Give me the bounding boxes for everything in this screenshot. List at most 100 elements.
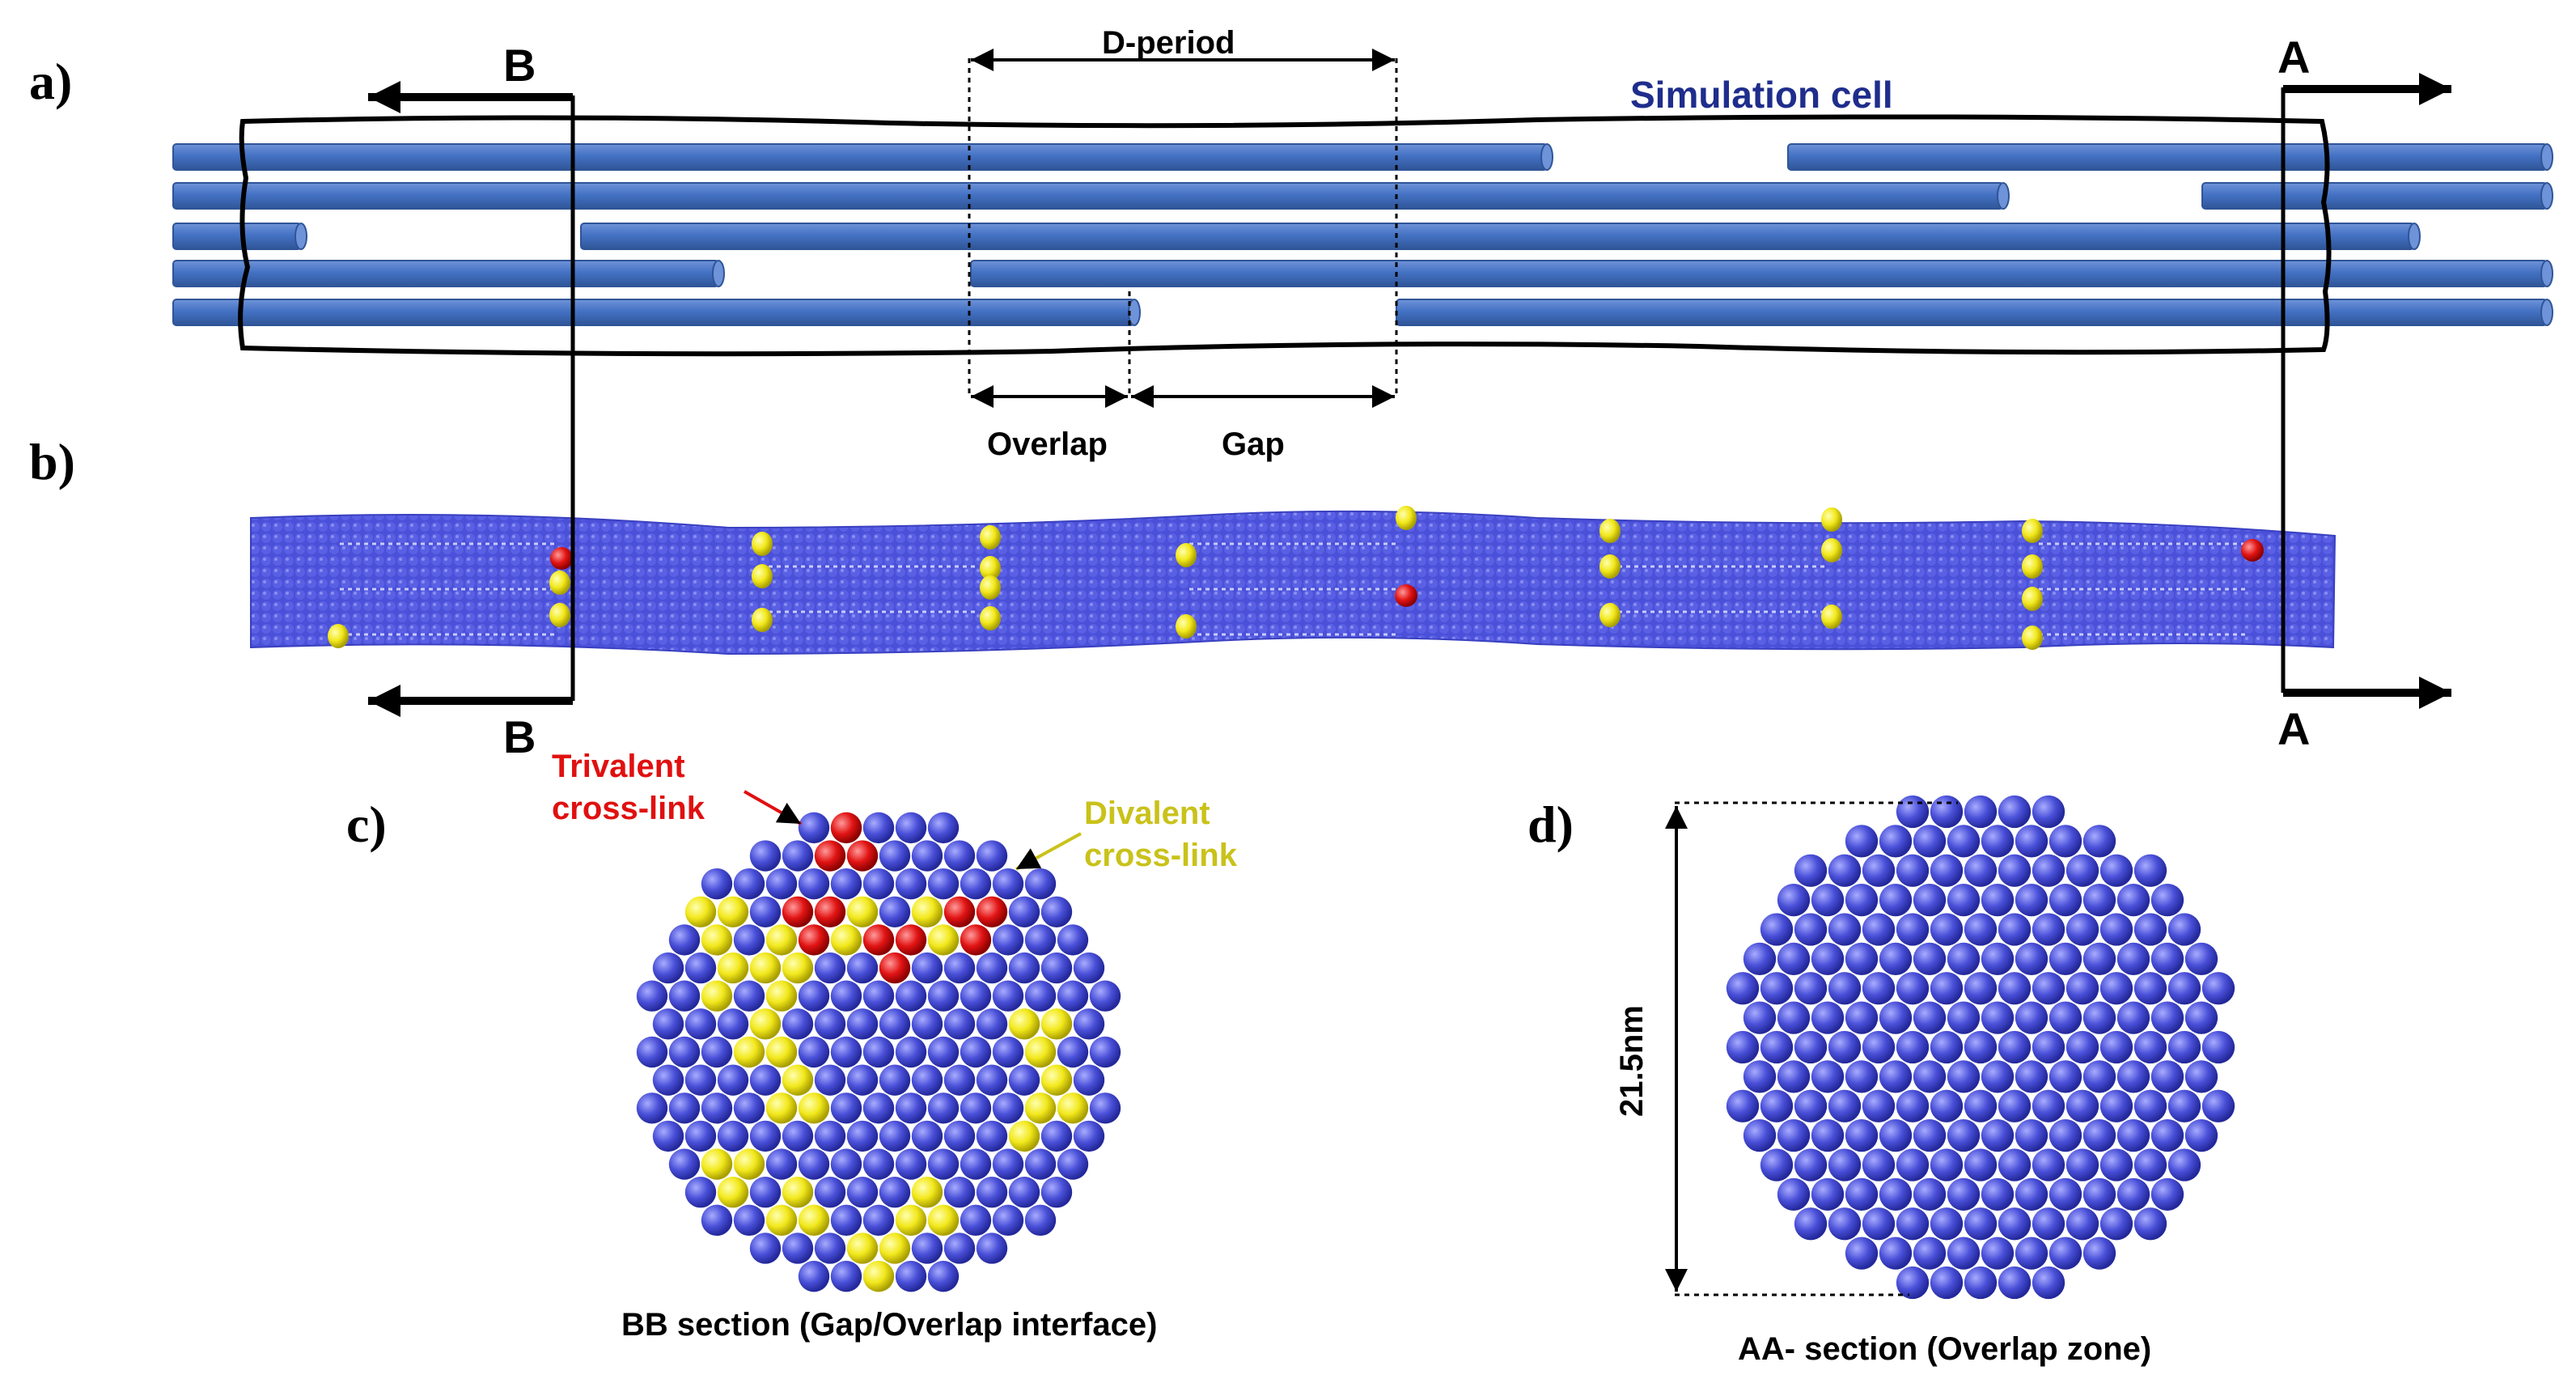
divalent-crosslink-bead <box>879 1233 911 1264</box>
collagen-bead <box>1828 972 1862 1005</box>
collagen-bead <box>1981 1118 2015 1152</box>
collagen-bead <box>879 1064 911 1096</box>
collagen-bead <box>1981 1237 2015 1270</box>
collagen-bead <box>1811 942 1845 976</box>
collagen-bead <box>1845 825 1879 858</box>
collagen-bead <box>2116 1060 2150 1093</box>
gap-label: Gap <box>1222 426 1285 462</box>
collagen-bead <box>1947 883 1981 917</box>
collagen-bead <box>830 1148 862 1180</box>
divalent-crosslink-bead <box>980 606 1001 630</box>
collagen-bead <box>1862 1148 1896 1182</box>
divalent-crosslink-bead <box>752 532 773 556</box>
collagen-bead <box>1896 1148 1930 1182</box>
collagen-bead <box>1073 1064 1105 1096</box>
collagen-bead <box>1024 924 1057 956</box>
collagen-bead <box>1947 1001 1981 1034</box>
collagen-bead <box>927 1148 960 1180</box>
collagen-bead <box>1794 854 1828 887</box>
collagen-bead <box>2133 1030 2167 1064</box>
collagen-bead <box>2015 1001 2049 1034</box>
collagen-bead <box>1811 1118 1845 1152</box>
trivalent-crosslink-bead <box>550 547 573 570</box>
collagen-bead <box>2049 883 2082 917</box>
collagen-bead <box>1828 1089 1862 1122</box>
collagen-bead <box>1896 913 1930 946</box>
divalent-crosslink-bead <box>830 924 862 956</box>
collagen-bead <box>2099 854 2133 887</box>
collagen-bead <box>1862 1030 1896 1064</box>
collagen-bead <box>2015 942 2049 976</box>
collagen-bead <box>798 980 830 1012</box>
divalent-crosslink-bead <box>1821 605 1842 629</box>
section-a-bottom-letter: A <box>2277 703 2310 754</box>
collagen-bead <box>636 1036 668 1068</box>
overlap-label: Overlap <box>987 426 1108 462</box>
collagen-bead <box>2099 913 2133 946</box>
collagen-bead <box>2116 942 2150 976</box>
collagen-bead <box>1777 1001 1811 1034</box>
collagen-bead <box>2032 854 2065 887</box>
collagen-bead <box>652 1008 684 1040</box>
collagen-bead <box>895 980 927 1012</box>
collagen-bead <box>2032 1030 2065 1064</box>
bb-section-caption: BB section (Gap/Overlap interface) <box>621 1307 1157 1343</box>
collagen-bead <box>1947 942 1981 976</box>
divalent-label-line2: cross-link <box>1084 838 1238 873</box>
collagen-bead <box>862 868 895 900</box>
divalent-crosslink-bead <box>701 980 733 1012</box>
molecule-rod <box>172 299 1135 326</box>
trivalent-crosslink-bead <box>960 924 992 956</box>
divalent-crosslink-bead <box>749 952 782 984</box>
panel-label-a: a) <box>29 53 72 110</box>
divalent-crosslink-bead <box>328 624 349 648</box>
collagen-bead <box>1794 1148 1828 1182</box>
molecule-rod <box>1396 299 2548 326</box>
divalent-crosslink-bead <box>927 1204 960 1237</box>
divalent-crosslink-bead <box>765 1093 798 1124</box>
d-period-label: D-period <box>1102 25 1235 61</box>
collagen-bead <box>992 1204 1024 1237</box>
collagen-bead <box>1998 854 2032 887</box>
collagen-bead <box>701 1204 733 1237</box>
collagen-bead <box>1811 1177 1845 1211</box>
collagen-bead <box>927 812 960 844</box>
collagen-bead <box>895 1036 927 1068</box>
collagen-bead <box>2015 1118 2049 1152</box>
molecule-rod-end <box>1540 143 1553 171</box>
collagen-bead <box>1998 913 2032 946</box>
collagen-bead <box>2133 854 2167 887</box>
divalent-crosslink-bead <box>684 896 717 927</box>
divalent-crosslink-bead <box>911 896 943 927</box>
collagen-bead <box>1930 972 1964 1005</box>
molecule-rod-end <box>2540 299 2553 326</box>
trivalent-crosslink-bead <box>782 896 814 927</box>
collagen-bead <box>2015 825 2049 858</box>
collagen-bead <box>2032 1207 2065 1241</box>
collagen-bead <box>1845 1177 1879 1211</box>
divalent-crosslink-bead <box>1008 1120 1040 1152</box>
collagen-bead <box>684 952 717 984</box>
collagen-bead <box>814 1120 846 1152</box>
fibril-crosslinks <box>328 506 2264 650</box>
trivalent-label-line2: cross-link <box>552 791 705 826</box>
divalent-crosslink-bead <box>765 980 798 1012</box>
divalent-crosslink-bead <box>1008 1008 1040 1040</box>
collagen-bead <box>1879 1118 1913 1152</box>
divalent-crosslink-bead <box>2022 554 2043 579</box>
divalent-crosslink-bead <box>549 603 570 627</box>
collagen-bead <box>1964 972 1998 1005</box>
collagen-bead <box>652 1120 684 1152</box>
collagen-bead <box>1998 1089 2032 1122</box>
trivalent-pointer <box>744 790 802 825</box>
collagen-bead <box>2150 942 2184 976</box>
divalent-crosslink-bead <box>765 1036 798 1068</box>
collagen-bead <box>1089 1093 1121 1124</box>
collagen-bead <box>1811 1060 1845 1093</box>
collagen-bead <box>2184 942 2218 976</box>
divalent-crosslink-bead <box>717 1177 749 1208</box>
divalent-label-line1: Divalent <box>1084 796 1210 831</box>
collagen-bead <box>1998 1030 2032 1064</box>
divalent-crosslink-bead <box>798 1204 830 1237</box>
